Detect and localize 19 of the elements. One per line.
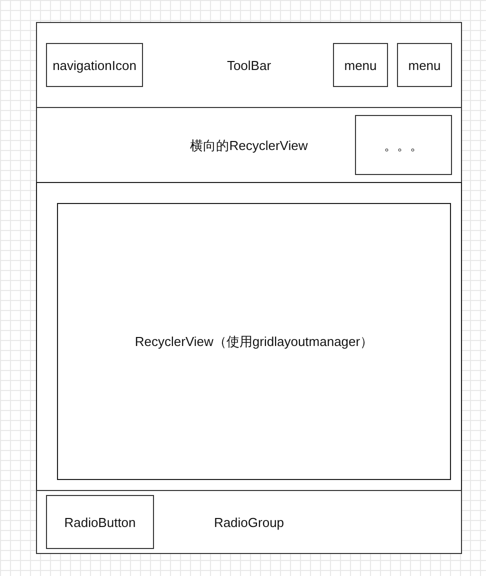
node-label: menu: [408, 58, 441, 72]
list-band: [36, 107, 462, 183]
radio-group-band: [36, 490, 462, 554]
node-label: navigationIcon: [52, 58, 136, 72]
node-label: 。。。: [384, 138, 423, 152]
node-label: RadioButton: [64, 516, 136, 528]
phone-frame: [36, 22, 462, 554]
item-box: [355, 115, 452, 175]
menu-box: [333, 43, 388, 87]
menu-box: [397, 43, 452, 87]
node-label: ToolBar: [226, 58, 272, 72]
node-label: 横向的RecyclerView: [190, 138, 308, 152]
node-label: RadioGroup: [214, 516, 284, 528]
toolbar-band: [36, 22, 462, 108]
grid-box: [57, 203, 451, 480]
node-label: menu: [344, 58, 377, 72]
icon-box: [46, 43, 143, 87]
node-label: RecyclerView（使用gridlayoutmanager）: [134, 335, 374, 348]
radio-button-box: [46, 495, 154, 549]
